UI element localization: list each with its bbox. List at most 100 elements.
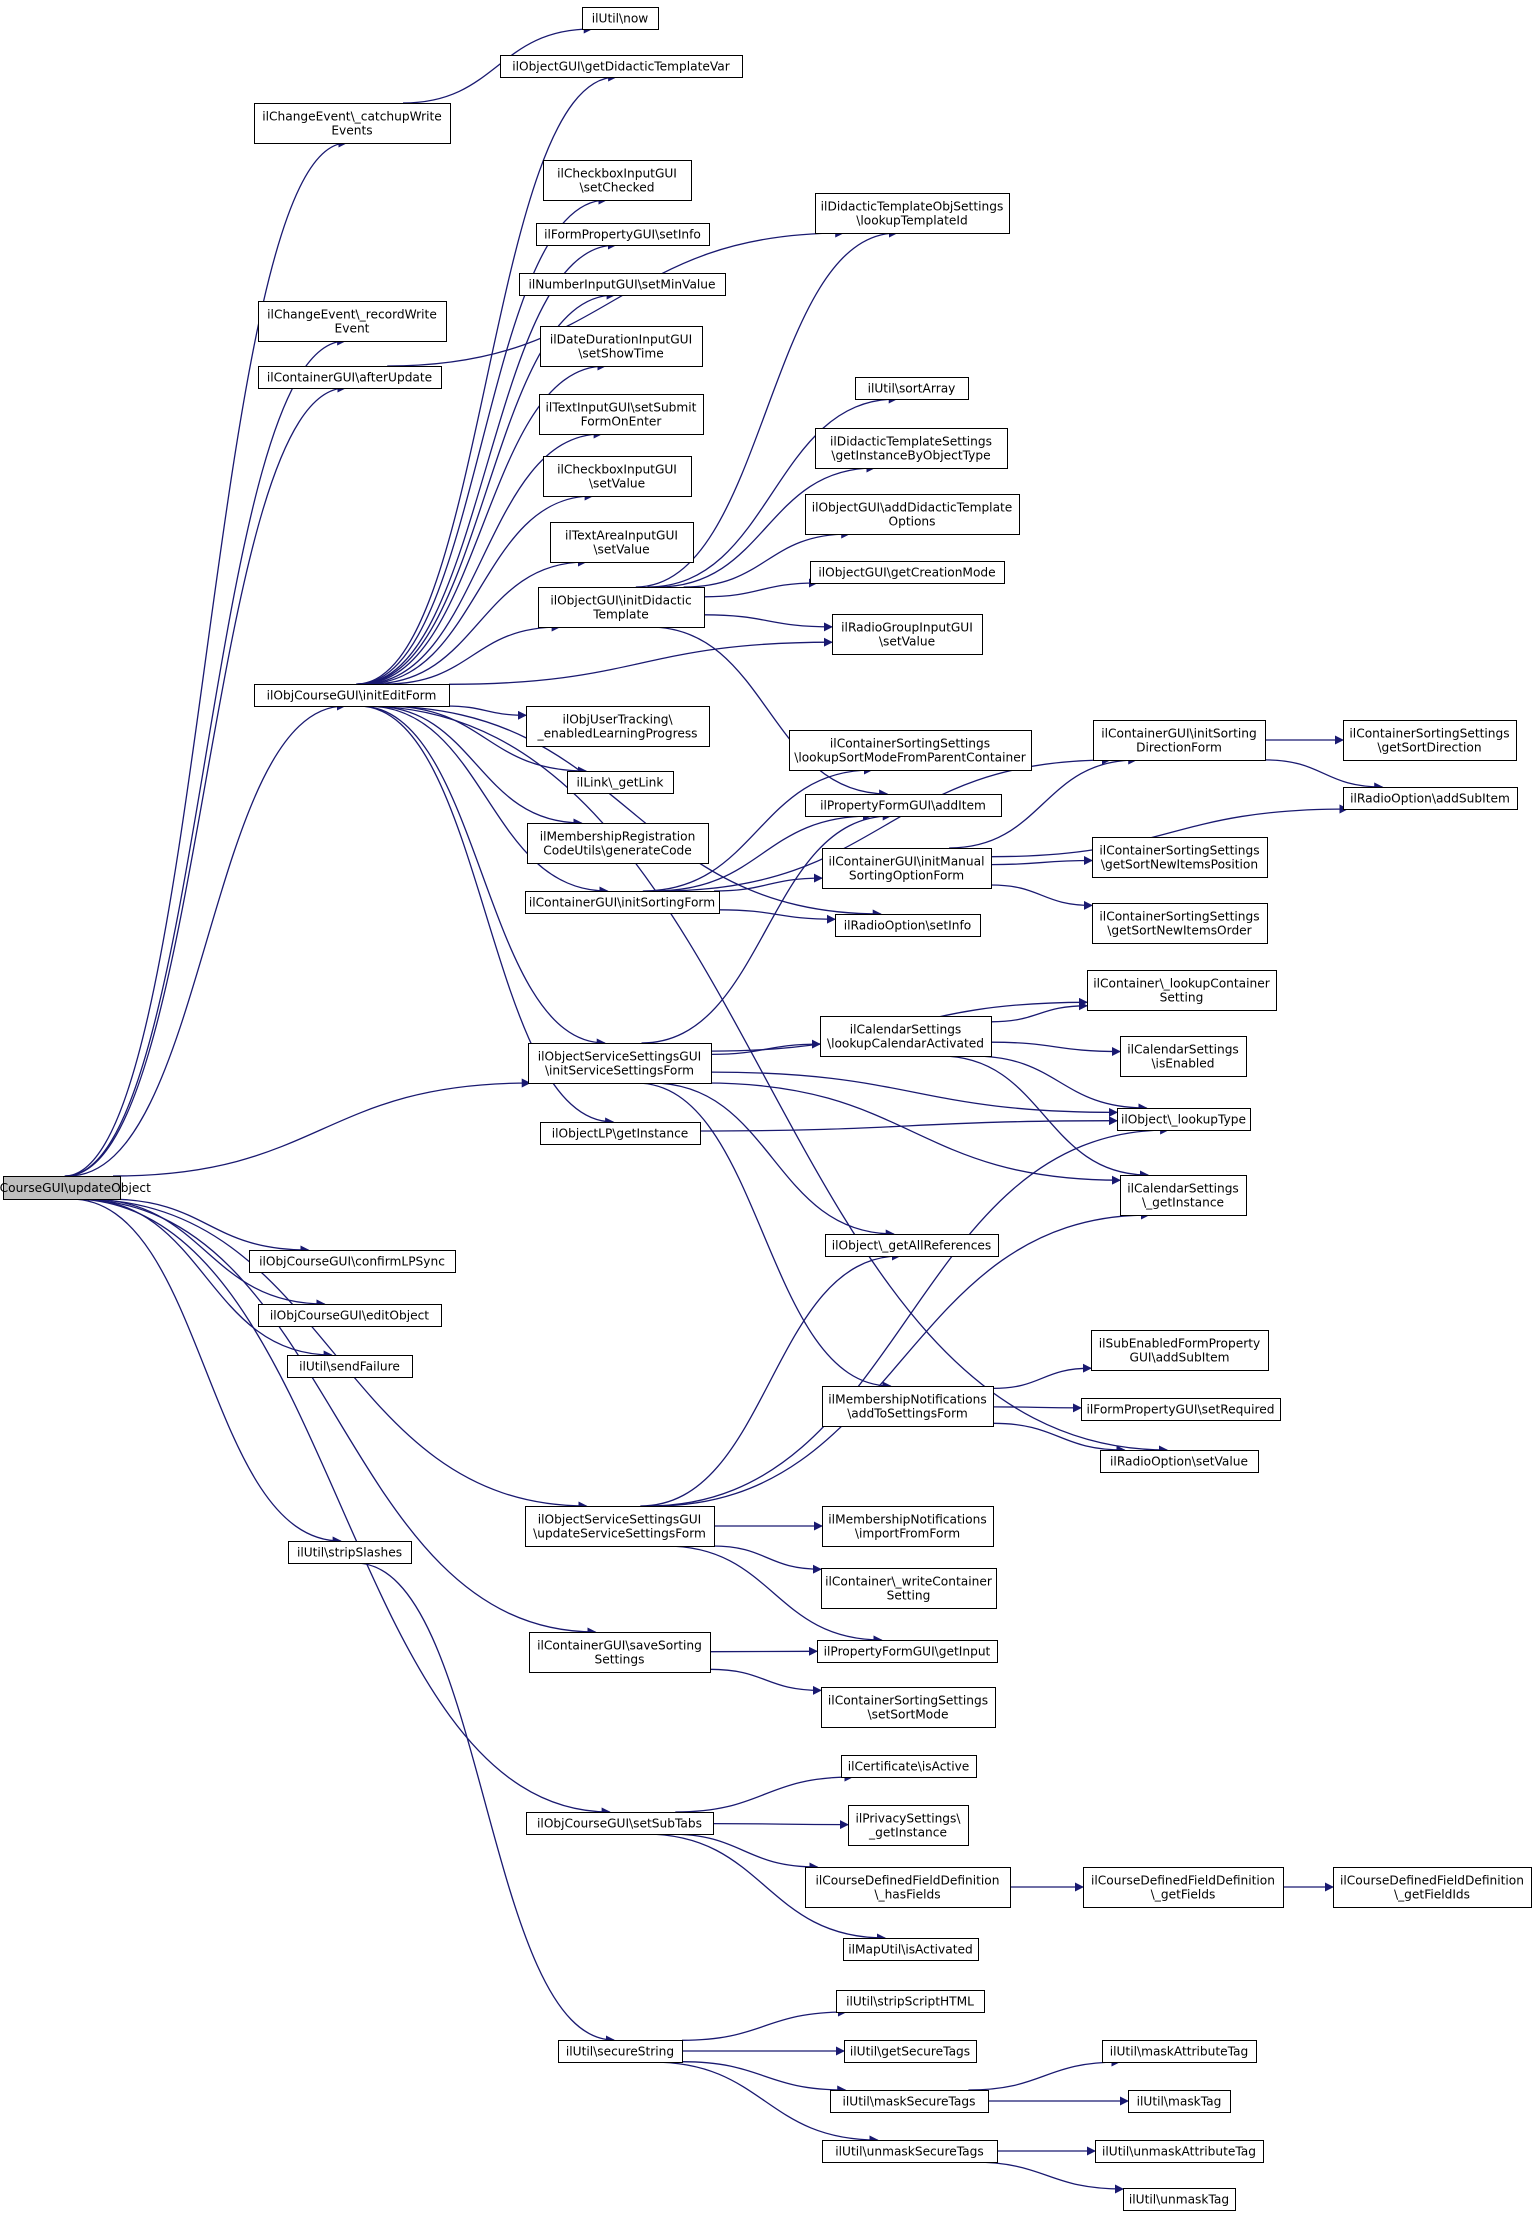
- node-box: [543, 160, 692, 201]
- function-node[interactable]: ilTextAreaInputGUI\setValue: [550, 522, 694, 563]
- node-label: ilUtil\getSecureTags: [850, 2045, 970, 2059]
- function-node[interactable]: ilMapUtil\isActivated: [843, 1938, 979, 1961]
- function-node[interactable]: ilCourseDefinedFieldDefinition\_getField…: [1083, 1867, 1284, 1908]
- function-node[interactable]: ilObjectServiceSettingsGUI\updateService…: [525, 1506, 715, 1547]
- node-label: \getInstanceByObjectType: [831, 449, 990, 463]
- function-node[interactable]: ilUtil\now: [582, 7, 659, 30]
- function-node[interactable]: ilCalendarSettings\lookupCalendarActivat…: [820, 1016, 992, 1057]
- function-node[interactable]: ilContainerSortingSettings\lookupSortMod…: [789, 730, 1032, 771]
- edge-arrow: [1264, 759, 1384, 792]
- function-node[interactable]: ilObjCourseGUI\confirmLPSync: [249, 1250, 456, 1273]
- function-node[interactable]: ilCourseDefinedFieldDefinition\_getField…: [1333, 1867, 1532, 1908]
- function-node[interactable]: ilContainerSortingSettings\getSortNewIte…: [1092, 903, 1268, 944]
- function-node[interactable]: ilObjUserTracking\_enabledLearningProgre…: [526, 706, 710, 747]
- call-edge: [712, 1820, 849, 1830]
- function-node[interactable]: ilMembershipNotifications\addToSettingsF…: [822, 1386, 994, 1427]
- function-node[interactable]: ilUtil\maskAttributeTag: [1102, 2040, 1257, 2063]
- function-node[interactable]: ilObject\_getAllReferences: [825, 1234, 999, 1257]
- node-label: ilDateDurationInputGUI: [550, 333, 692, 347]
- function-node[interactable]: ilObjectGUI\getDidacticTemplateVar: [500, 55, 743, 78]
- function-node[interactable]: ilDidacticTemplateSettings\getInstanceBy…: [815, 428, 1008, 469]
- function-node[interactable]: ilCourseDefinedFieldDefinition\_hasField…: [805, 1867, 1011, 1908]
- function-node[interactable]: ilUtil\unmaskTag: [1123, 2188, 1236, 2211]
- call-edge: [355, 1562, 615, 2045]
- function-node[interactable]: ilCalendarSettings\_getInstance: [1120, 1175, 1247, 1216]
- node-label: ilCheckboxInputGUI: [557, 167, 677, 181]
- function-node[interactable]: ilContainerSortingSettings\setSortMode: [821, 1687, 996, 1728]
- function-node[interactable]: ilDateDurationInputGUI\setShowTime: [540, 326, 703, 367]
- node-box: [815, 193, 1010, 234]
- function-node[interactable]: ilObjCourseGUI\editObject: [258, 1304, 442, 1327]
- function-node[interactable]: ilRadioGroupInputGUI\setValue: [832, 614, 983, 655]
- call-edge: [635, 228, 899, 588]
- node-label: ilObjCourseGUI\setSubTabs: [537, 1817, 702, 1831]
- function-node[interactable]: ilContainerGUI\afterUpdate: [258, 366, 442, 389]
- function-node[interactable]: ilUtil\unmaskSecureTags: [822, 2140, 998, 2163]
- node-label: _getInstance: [868, 1826, 947, 1840]
- node-box: [1083, 1867, 1284, 1908]
- function-node[interactable]: ilCertificate\isActive: [841, 1755, 977, 1778]
- function-node[interactable]: ilRadioOption\setInfo: [835, 914, 981, 937]
- root-function-node[interactable]: ilObjCourseGUI\updateObject: [0, 1176, 151, 1200]
- function-node[interactable]: ilUtil\unmaskAttributeTag: [1095, 2140, 1264, 2163]
- function-node[interactable]: ilLink\_getLink: [567, 771, 674, 794]
- edge-arrow: [361, 429, 603, 685]
- node-label: ilContainerSortingSettings: [1349, 727, 1509, 741]
- node-box: [1128, 2090, 1231, 2113]
- function-node[interactable]: ilCheckboxInputGUI\setChecked: [543, 160, 692, 201]
- function-node[interactable]: ilFormPropertyGUI\setInfo: [536, 223, 710, 246]
- function-node[interactable]: ilMembershipNotifications\importFromForm: [822, 1506, 994, 1547]
- function-node[interactable]: ilObjCourseGUI\initEditForm: [254, 684, 450, 707]
- node-label: ilContainerSortingSettings: [1099, 844, 1259, 858]
- function-node[interactable]: ilPropertyFormGUI\addItem: [805, 794, 1002, 817]
- function-node[interactable]: ilUtil\stripSlashes: [288, 1541, 412, 1564]
- function-node[interactable]: ilDidacticTemplateObjSettings\lookupTemp…: [815, 193, 1010, 234]
- function-node[interactable]: ilObjCourseGUI\setSubTabs: [526, 1812, 714, 1835]
- function-node[interactable]: ilUtil\sortArray: [855, 377, 969, 400]
- node-box: [825, 1234, 999, 1257]
- function-node[interactable]: ilMembershipRegistrationCodeUtils\genera…: [527, 823, 709, 864]
- function-node[interactable]: ilUtil\stripScriptHTML: [836, 1990, 985, 2013]
- function-node[interactable]: ilContainerGUI\initSortingForm: [525, 891, 720, 914]
- function-node[interactable]: ilObjectGUI\getCreationMode: [810, 561, 1005, 584]
- call-edge: [710, 1039, 821, 1056]
- node-label: \getSortDirection: [1377, 741, 1481, 755]
- function-node[interactable]: ilObjectServiceSettingsGUI\initServiceSe…: [528, 1043, 712, 1084]
- call-edge: [990, 1041, 1121, 1057]
- function-node[interactable]: ilCheckboxInputGUI\setValue: [543, 456, 692, 497]
- edge-arrow: [359, 361, 607, 685]
- node-box: [526, 1812, 714, 1835]
- edge-arrow: [68, 701, 346, 1177]
- function-node[interactable]: ilRadioOption\setValue: [1100, 1450, 1259, 1473]
- function-node[interactable]: ilFormPropertyGUI\setRequired: [1081, 1398, 1281, 1421]
- edge-arrow: [106, 1198, 310, 1255]
- function-node[interactable]: ilContainerSortingSettings\getSortNewIte…: [1092, 837, 1268, 878]
- function-node[interactable]: ilObjectLP\getInstance: [540, 1122, 701, 1145]
- function-node[interactable]: ilContainerSortingSettings\getSortDirect…: [1343, 720, 1517, 761]
- function-node[interactable]: ilObject\_lookupType: [1117, 1108, 1251, 1131]
- node-label: ilCalendarSettings: [1127, 1043, 1239, 1057]
- function-node[interactable]: ilUtil\getSecureTags: [844, 2040, 977, 2063]
- function-node[interactable]: ilNumberInputGUI\setMinValue: [519, 273, 726, 296]
- function-node[interactable]: ilUtil\maskSecureTags: [830, 2090, 989, 2113]
- function-node[interactable]: ilUtil\sendFailure: [287, 1355, 413, 1378]
- function-node[interactable]: ilPropertyFormGUI\getInput: [817, 1640, 998, 1663]
- function-node[interactable]: ilCalendarSettings\isEnabled: [1120, 1036, 1247, 1077]
- call-edge: [64, 138, 348, 1177]
- function-node[interactable]: ilPrivacySettings\_getInstance: [848, 1805, 969, 1846]
- node-layer: ilObjCourseGUI\updateObject ilUtil\now ilO…: [0, 7, 1532, 2211]
- function-node[interactable]: ilRadioOption\addSubItem: [1343, 787, 1518, 810]
- function-node[interactable]: ilContainerGUI\initManualSortingOptionFo…: [822, 848, 992, 889]
- function-node[interactable]: ilUtil\maskTag: [1128, 2090, 1231, 2113]
- function-node[interactable]: ilUtil\secureString: [558, 2040, 683, 2063]
